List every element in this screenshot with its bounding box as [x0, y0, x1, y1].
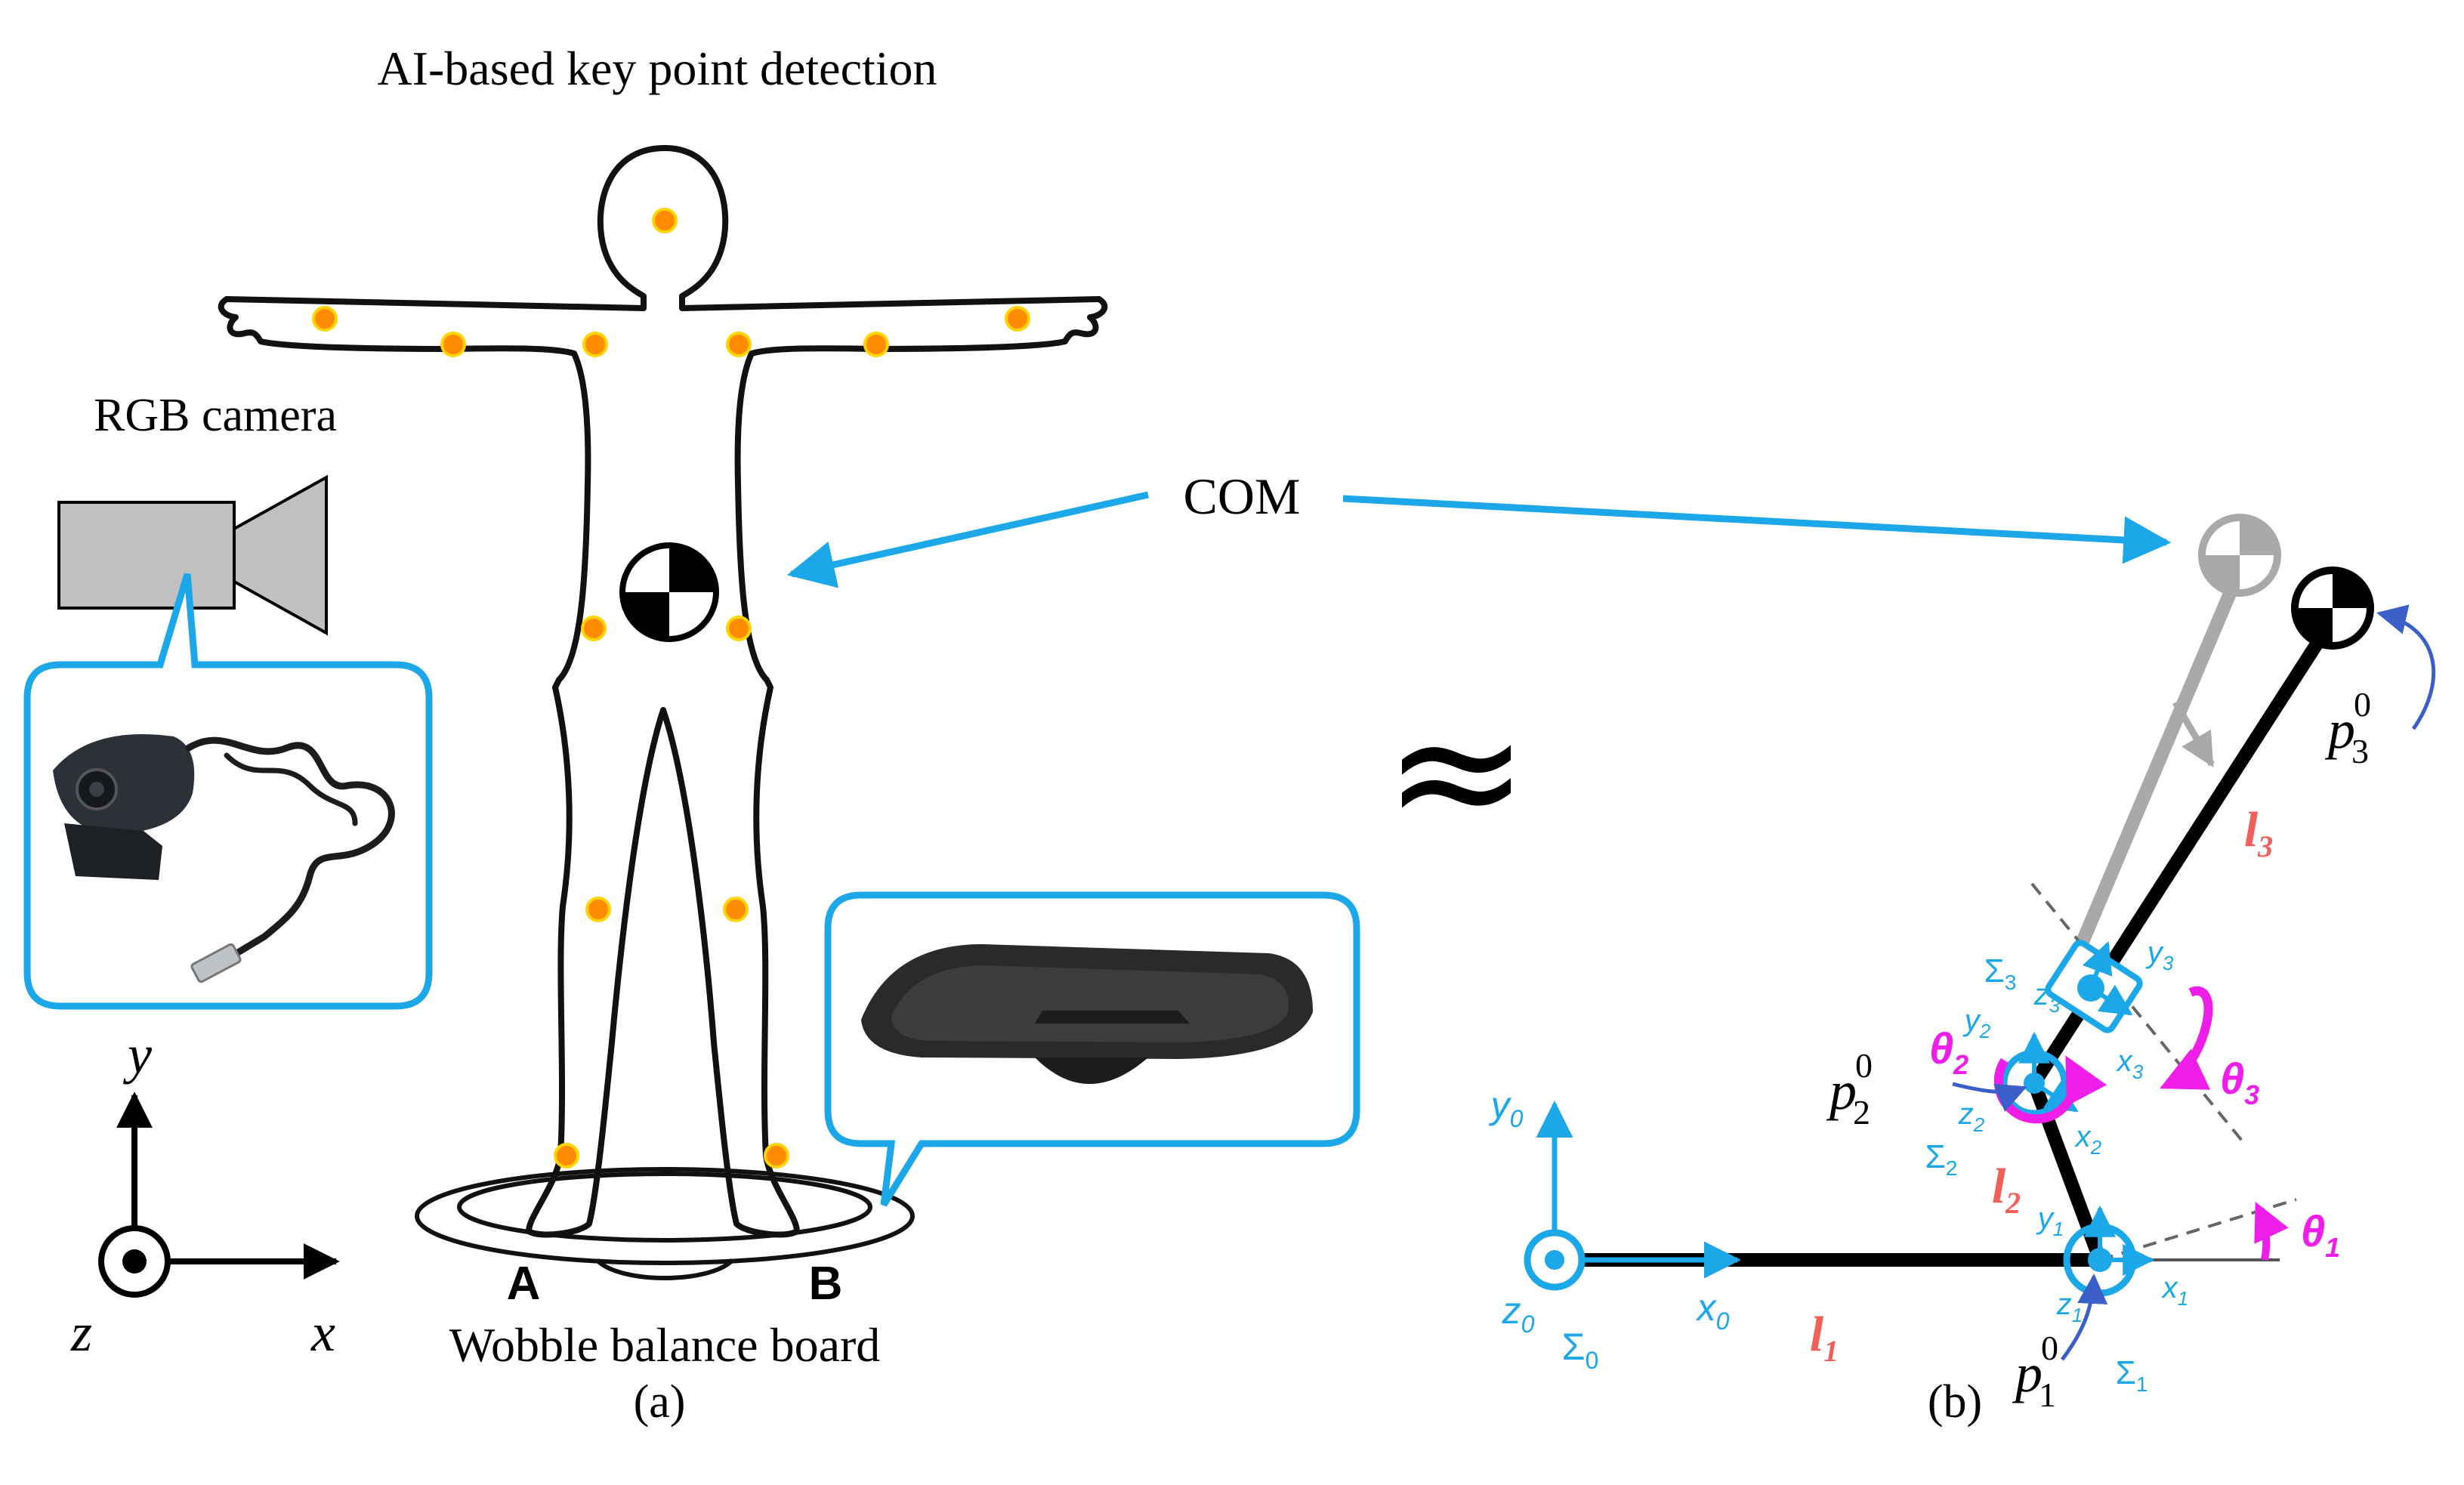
- l1-label: l1: [1810, 1307, 1839, 1368]
- human-silhouette: [218, 145, 1108, 1238]
- keypoint-left-elbow: [863, 332, 889, 357]
- x0-label: x0: [1696, 1286, 1730, 1335]
- webcam-image: [53, 734, 395, 983]
- board-callout: [824, 891, 1360, 1207]
- point-a-label: A: [507, 1258, 541, 1310]
- panel-a-title: AI-based key point detection: [377, 42, 937, 95]
- keypoint-left-hip: [726, 616, 752, 641]
- axis-y-label: y: [122, 1024, 152, 1085]
- keypoint-left-knee: [723, 897, 749, 922]
- keypoint-right-shoulder: [582, 332, 608, 357]
- caption-a: (a): [634, 1376, 686, 1428]
- keypoint-left-shoulder: [726, 332, 752, 357]
- sigma2-label: Σ2: [1925, 1138, 1958, 1180]
- keypoint-right-knee: [585, 897, 611, 922]
- p1-pointer: [2060, 1274, 2108, 1361]
- keypoint-right-ankle: [554, 1143, 579, 1169]
- caption-b: (b): [1928, 1376, 1982, 1428]
- frame-0: [1524, 1101, 1741, 1291]
- com-marker-ghost: [2198, 514, 2281, 597]
- y2-label: y2: [1962, 1004, 1991, 1042]
- axes-a: [98, 1091, 340, 1298]
- z0-label: z0: [1502, 1289, 1535, 1338]
- ghost-motion-arrow: [2172, 700, 2215, 767]
- theta2-label: θ2: [1929, 1024, 1968, 1080]
- theta3-label: θ3: [2220, 1054, 2259, 1110]
- camera-icon: [57, 474, 328, 636]
- y0-label: y0: [1489, 1084, 1524, 1132]
- y1-label: y1: [2036, 1202, 2064, 1240]
- axis-z-label: z: [70, 1302, 92, 1363]
- keypoint-right-wrist: [312, 306, 338, 332]
- sigma0-label: Σ0: [1562, 1326, 1599, 1374]
- p3-pointer: [2376, 604, 2436, 730]
- panel-b: l1 l2 l3 θ1 θ2 θ3 y0 z0 x0 Σ0 y1 z1 x1 Σ…: [1489, 514, 2436, 1428]
- webcam-callout: [23, 573, 433, 1010]
- z1-label: z1: [2056, 1288, 2083, 1326]
- axis-x-label: x: [310, 1302, 335, 1363]
- z3-label: z3: [2033, 978, 2061, 1017]
- camera-label: RGB camera: [94, 390, 337, 441]
- keypoint-right-hip: [581, 616, 607, 641]
- board-label: Wobble balance board: [449, 1318, 881, 1372]
- approx-symbol: ≈: [1384, 671, 1530, 872]
- sigma1-label: Σ1: [2116, 1354, 2148, 1396]
- p2-pointer: [1952, 1082, 2027, 1112]
- point-b-label: B: [809, 1258, 843, 1310]
- panel-a: AI-based key point detection: [23, 42, 1360, 1428]
- com-marker-body: [619, 542, 719, 642]
- l2-label: l2: [1992, 1159, 2021, 1220]
- keypoint-head: [652, 208, 678, 233]
- keypoints: [312, 208, 1030, 1169]
- theta1-label: θ1: [2301, 1207, 2340, 1263]
- keypoint-left-wrist: [1005, 306, 1030, 332]
- l3-label: l3: [2244, 802, 2273, 863]
- board-image: [861, 944, 1313, 1084]
- frame-2: [1993, 1031, 2107, 1124]
- x1-label: x1: [2161, 1271, 2188, 1310]
- x2-label: x2: [2074, 1120, 2102, 1159]
- com-marker-link3: [2291, 567, 2374, 650]
- link-3-ghost: [2069, 567, 2246, 961]
- com-annotation: COM: [786, 468, 2172, 588]
- sigma3-label: Σ3: [1984, 952, 2017, 994]
- com-label: COM: [1184, 468, 1301, 525]
- y3-label: y3: [2145, 936, 2174, 974]
- keypoint-right-elbow: [440, 332, 466, 357]
- x3-label: x3: [2116, 1045, 2144, 1083]
- keypoint-left-ankle: [764, 1143, 789, 1169]
- z2-label: z2: [1958, 1098, 1985, 1136]
- frame-3: [2045, 940, 2213, 1090]
- theta1-arc: [2254, 1201, 2289, 1261]
- wobble-board-base: [415, 1167, 915, 1280]
